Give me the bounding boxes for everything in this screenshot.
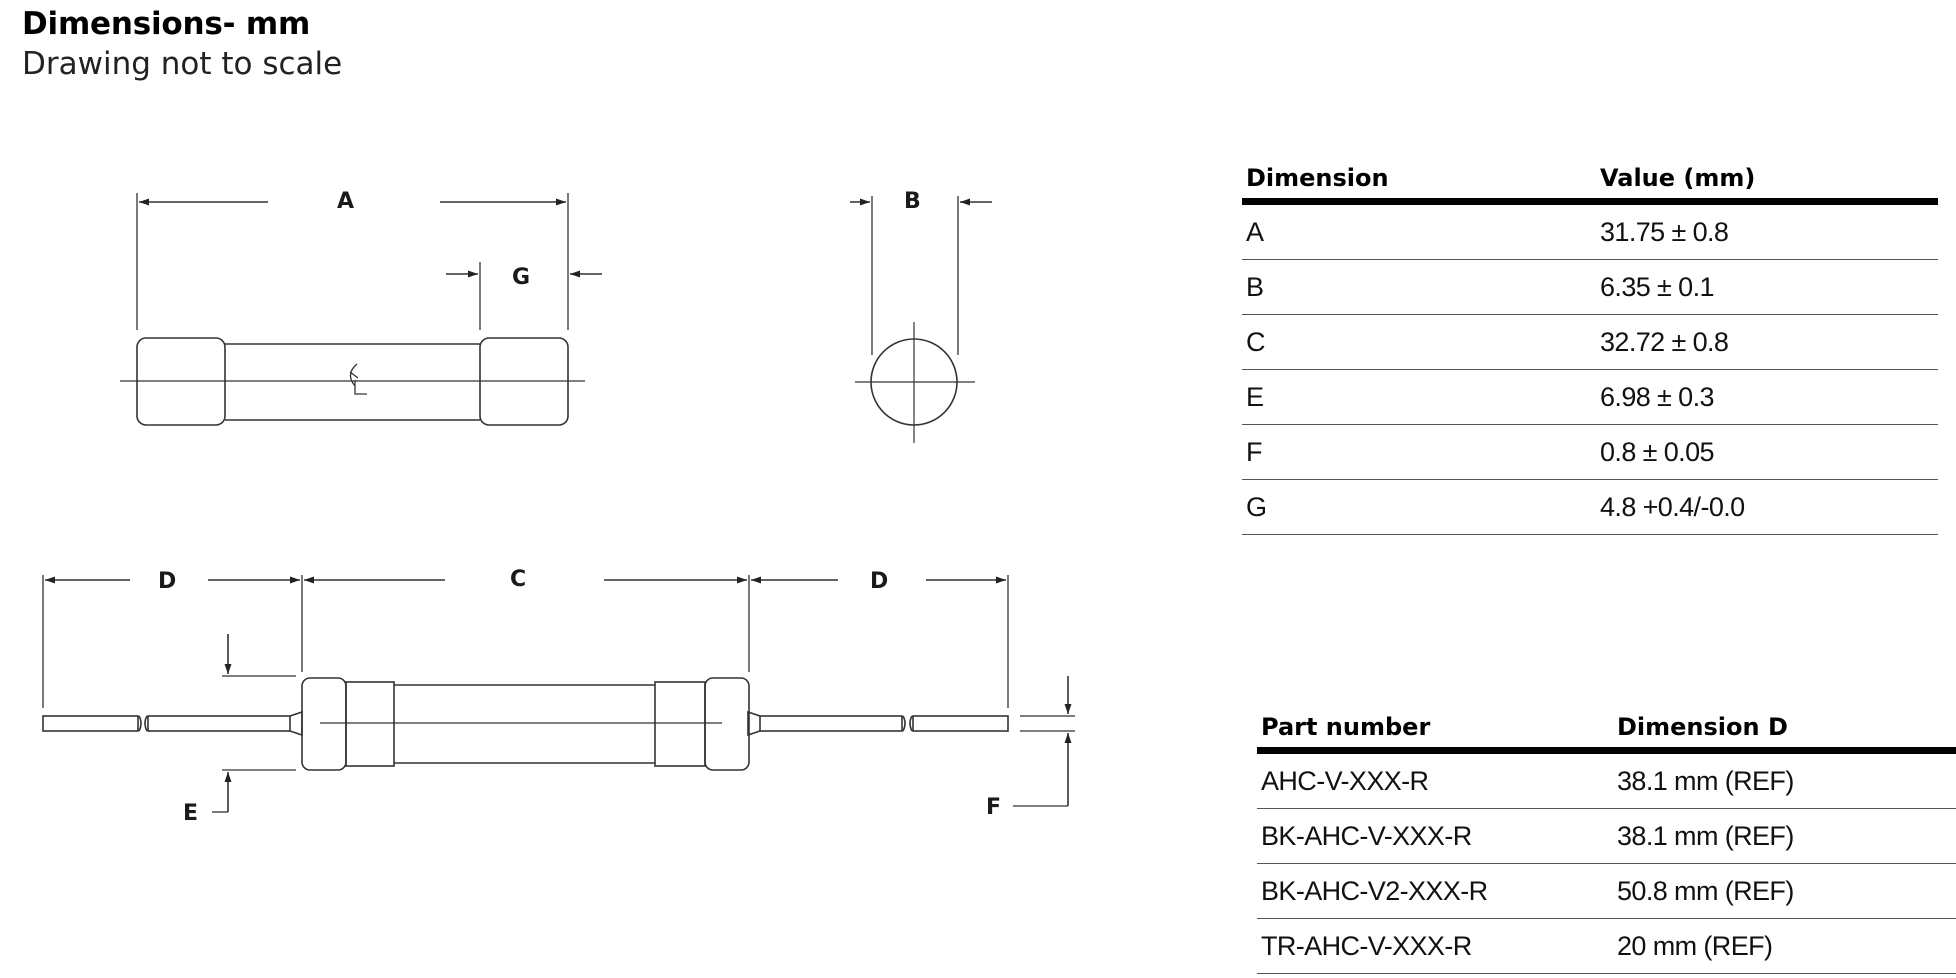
- label-b: B: [904, 189, 921, 214]
- dimension-d-value: 38.1 mm (REF): [1613, 750, 1956, 809]
- part-number: BK-AHC-V-XXX-R: [1257, 808, 1613, 864]
- label-f: F: [986, 795, 1001, 820]
- dimension-value: 6.98 ± 0.3: [1596, 369, 1938, 425]
- table-row: A 31.75 ± 0.8: [1242, 201, 1938, 260]
- fuse-dimension-drawing: A G B: [42, 189, 1075, 826]
- table-row: TR-AHC-V-XXX-R 20 mm (REF): [1257, 918, 1956, 974]
- table-row: AHC-V-XXX-R 38.1 mm (REF): [1257, 750, 1956, 809]
- label-a: A: [337, 189, 354, 214]
- dimension-value: 6.35 ± 0.1: [1596, 259, 1938, 315]
- dimension-d-value: 38.1 mm (REF): [1613, 808, 1956, 864]
- dimension-name: C: [1242, 314, 1596, 370]
- dimension-name: B: [1242, 259, 1596, 315]
- table-row: BK-AHC-V-XXX-R 38.1 mm (REF): [1257, 808, 1956, 864]
- table-row: BK-AHC-V2-XXX-R 50.8 mm (REF): [1257, 863, 1956, 919]
- table-row: E 6.98 ± 0.3: [1242, 369, 1938, 425]
- label-e: E: [183, 801, 198, 826]
- dimension-d-value: 20 mm (REF): [1613, 918, 1956, 974]
- part-number-table: Part number Dimension D AHC-V-XXX-R 38.1…: [1257, 705, 1956, 974]
- page-subtitle: Drawing not to scale: [22, 46, 343, 82]
- label-g: G: [512, 265, 530, 290]
- column-header-part-number: Part number: [1257, 705, 1613, 754]
- part-number: TR-AHC-V-XXX-R: [1257, 918, 1613, 974]
- label-d-left: D: [158, 569, 176, 594]
- table-row: F 0.8 ± 0.05: [1242, 424, 1938, 480]
- dimension-value: 31.75 ± 0.8: [1596, 201, 1938, 260]
- dimension-value: 4.8 +0.4/-0.0: [1596, 479, 1938, 535]
- dimension-d-value: 50.8 mm (REF): [1613, 863, 1956, 919]
- label-d-right: D: [870, 569, 888, 594]
- column-header-value: Value (mm): [1596, 156, 1938, 205]
- dimension-value: 0.8 ± 0.05: [1596, 424, 1938, 480]
- dimension-value: 32.72 ± 0.8: [1596, 314, 1938, 370]
- dimension-name: A: [1242, 201, 1596, 260]
- part-number: BK-AHC-V2-XXX-R: [1257, 863, 1613, 919]
- page-title: Dimensions- mm: [22, 6, 311, 42]
- table-header-row: Part number Dimension D: [1257, 705, 1956, 754]
- table-row: G 4.8 +0.4/-0.0: [1242, 479, 1938, 535]
- column-header-dimension: Dimension: [1242, 156, 1596, 205]
- dimension-name: F: [1242, 424, 1596, 480]
- fuse-side-view: [120, 193, 602, 426]
- dimension-table: Dimension Value (mm) A 31.75 ± 0.8 B 6.3…: [1242, 156, 1938, 535]
- dimension-name: E: [1242, 369, 1596, 425]
- label-c: C: [510, 567, 526, 592]
- table-header-row: Dimension Value (mm): [1242, 156, 1938, 205]
- table-row: C 32.72 ± 0.8: [1242, 314, 1938, 370]
- column-header-dimension-d: Dimension D: [1613, 705, 1956, 754]
- fuse-end-view: [850, 196, 992, 443]
- part-number: AHC-V-XXX-R: [1257, 750, 1613, 809]
- dimension-name: G: [1242, 479, 1596, 535]
- fuse-axial-view: [42, 575, 1075, 813]
- table-row: B 6.35 ± 0.1: [1242, 259, 1938, 315]
